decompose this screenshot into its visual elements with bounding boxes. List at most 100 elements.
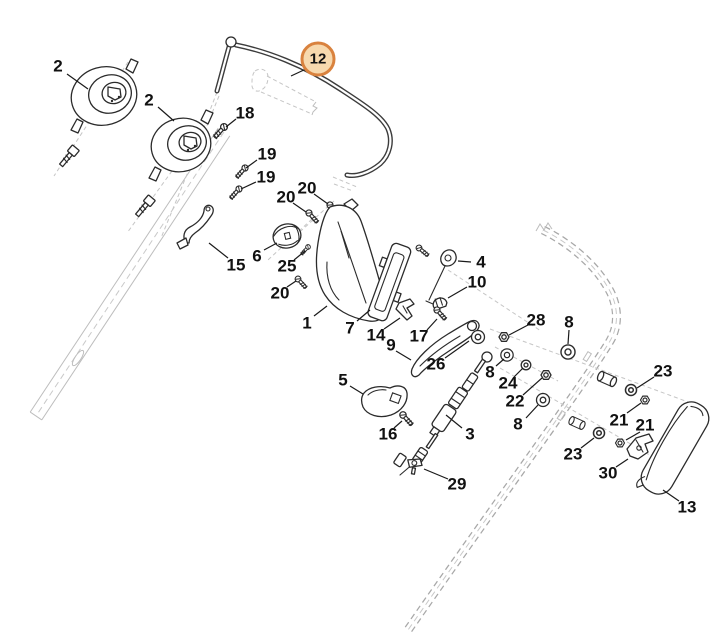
part-callout-5[interactable]: 5 xyxy=(338,371,347,390)
callout-leader-4 xyxy=(457,260,472,263)
part-callout-28[interactable]: 28 xyxy=(527,311,546,330)
carriage-bolt xyxy=(133,194,157,219)
callout-leader-26 xyxy=(444,340,470,359)
callout-leader-15 xyxy=(208,242,229,259)
part-callout-25[interactable]: 25 xyxy=(278,257,297,276)
callout-leader-25 xyxy=(293,250,306,261)
callout-leader-21 xyxy=(626,402,642,414)
part-callout-12[interactable]: 12 xyxy=(310,51,327,68)
part-callout-21[interactable]: 21 xyxy=(610,411,629,430)
part-23-washer xyxy=(624,383,638,397)
callout-leader-1 xyxy=(313,305,328,317)
tube-clip-mark xyxy=(582,351,593,363)
part-8-washer xyxy=(535,392,551,408)
part-4-clamp xyxy=(425,249,457,305)
callout-leader-17 xyxy=(426,318,438,331)
part-12-handle-loop xyxy=(214,36,393,178)
callout-leader-12 xyxy=(290,68,307,77)
part-callout-3[interactable]: 3 xyxy=(465,425,474,444)
part-13-panel xyxy=(636,401,710,495)
part-callout-7[interactable]: 7 xyxy=(345,319,354,338)
callout-leader-23 xyxy=(636,376,655,389)
part-14-lever xyxy=(395,298,415,321)
part-callout-8[interactable]: 8 xyxy=(485,363,494,382)
callout-leader-30 xyxy=(615,458,629,468)
part-callout-20[interactable]: 20 xyxy=(277,188,296,207)
part-callout-22[interactable]: 22 xyxy=(506,392,525,411)
callout-leader-13 xyxy=(662,489,680,502)
part-5-grip xyxy=(360,385,408,418)
callout-leader-9 xyxy=(395,350,412,361)
callout-leader-19 xyxy=(240,181,257,190)
callout-leader-24 xyxy=(513,367,524,378)
ghost-layer xyxy=(29,61,700,633)
part-8-washer xyxy=(500,348,514,362)
tube-slot xyxy=(71,349,85,367)
callout-leader-3 xyxy=(445,414,463,429)
part-callout-30[interactable]: 30 xyxy=(599,464,618,483)
part-callout-13[interactable]: 13 xyxy=(678,498,697,517)
part-callout-14[interactable]: 14 xyxy=(367,326,386,345)
part-16-screw xyxy=(397,409,415,428)
part-9-arm xyxy=(410,319,480,378)
tube-clip-mark xyxy=(556,410,567,422)
part-callout-20[interactable]: 20 xyxy=(271,284,290,303)
part-callout-4[interactable]: 4 xyxy=(476,253,486,272)
part-callout-20[interactable]: 20 xyxy=(298,179,317,198)
callout-leader-20 xyxy=(292,202,307,213)
part-callout-24[interactable]: 24 xyxy=(499,374,518,393)
part-callout-16[interactable]: 16 xyxy=(379,425,398,444)
callout-leader-2 xyxy=(66,73,89,90)
ghost-console-outline xyxy=(251,68,358,192)
part-callout-8[interactable]: 8 xyxy=(564,313,573,332)
part-8-washer xyxy=(560,344,576,360)
parts-layer xyxy=(57,58,710,495)
part-callout-21[interactable]: 21 xyxy=(636,416,655,435)
callout-leader-21 xyxy=(625,431,641,441)
callout-leader-6 xyxy=(263,242,278,251)
callout-leader-20 xyxy=(313,193,329,205)
callout-leader-20 xyxy=(286,280,297,288)
part-callout-23[interactable]: 23 xyxy=(564,445,583,464)
callout-leader-7 xyxy=(356,309,371,322)
part-7-plate xyxy=(367,242,412,322)
highlighted-callout-circle[interactable] xyxy=(300,41,336,77)
part-1-housing xyxy=(315,198,386,322)
part-callout-10[interactable]: 10 xyxy=(468,273,487,292)
carriage-bolt xyxy=(57,144,81,169)
part-callout-9[interactable]: 9 xyxy=(386,336,395,355)
part-2-knob-left xyxy=(70,58,139,134)
callout-leader-2 xyxy=(157,106,175,122)
part-callout-19[interactable]: 19 xyxy=(258,145,277,164)
part-callout-26[interactable]: 26 xyxy=(427,355,446,374)
part-22-nut xyxy=(540,370,552,380)
part-callout-18[interactable]: 18 xyxy=(236,104,255,123)
callout-leader-8 xyxy=(525,404,539,419)
callout-leader-8 xyxy=(567,329,570,345)
part-callout-17[interactable]: 17 xyxy=(410,327,429,346)
callout-leader-10 xyxy=(447,286,468,299)
callout-leader-18 xyxy=(225,118,237,128)
right-handlebar-tube xyxy=(404,222,621,633)
part-callout-29[interactable]: 29 xyxy=(448,475,467,494)
callout-leader-28 xyxy=(508,324,529,336)
part-callout-19[interactable]: 19 xyxy=(257,168,276,187)
left-handlebar-tube xyxy=(29,127,231,421)
part-callout-23[interactable]: 23 xyxy=(654,362,673,381)
part-19-screw xyxy=(233,163,250,180)
part-2-knob-right xyxy=(148,109,214,182)
part-callout-6[interactable]: 6 xyxy=(252,247,261,266)
loop-eye xyxy=(225,36,237,48)
part-callout-2[interactable]: 2 xyxy=(144,91,153,110)
part-callout-8[interactable]: 8 xyxy=(513,415,522,434)
callout-leader-22 xyxy=(522,377,543,396)
part-callout-2[interactable]: 2 xyxy=(53,57,62,76)
callout-leader-14 xyxy=(383,317,401,330)
part-callout-15[interactable]: 15 xyxy=(227,256,246,275)
part-callout-1[interactable]: 1 xyxy=(302,314,311,333)
part-23-washer xyxy=(592,426,606,440)
part-6-knob xyxy=(272,223,302,249)
